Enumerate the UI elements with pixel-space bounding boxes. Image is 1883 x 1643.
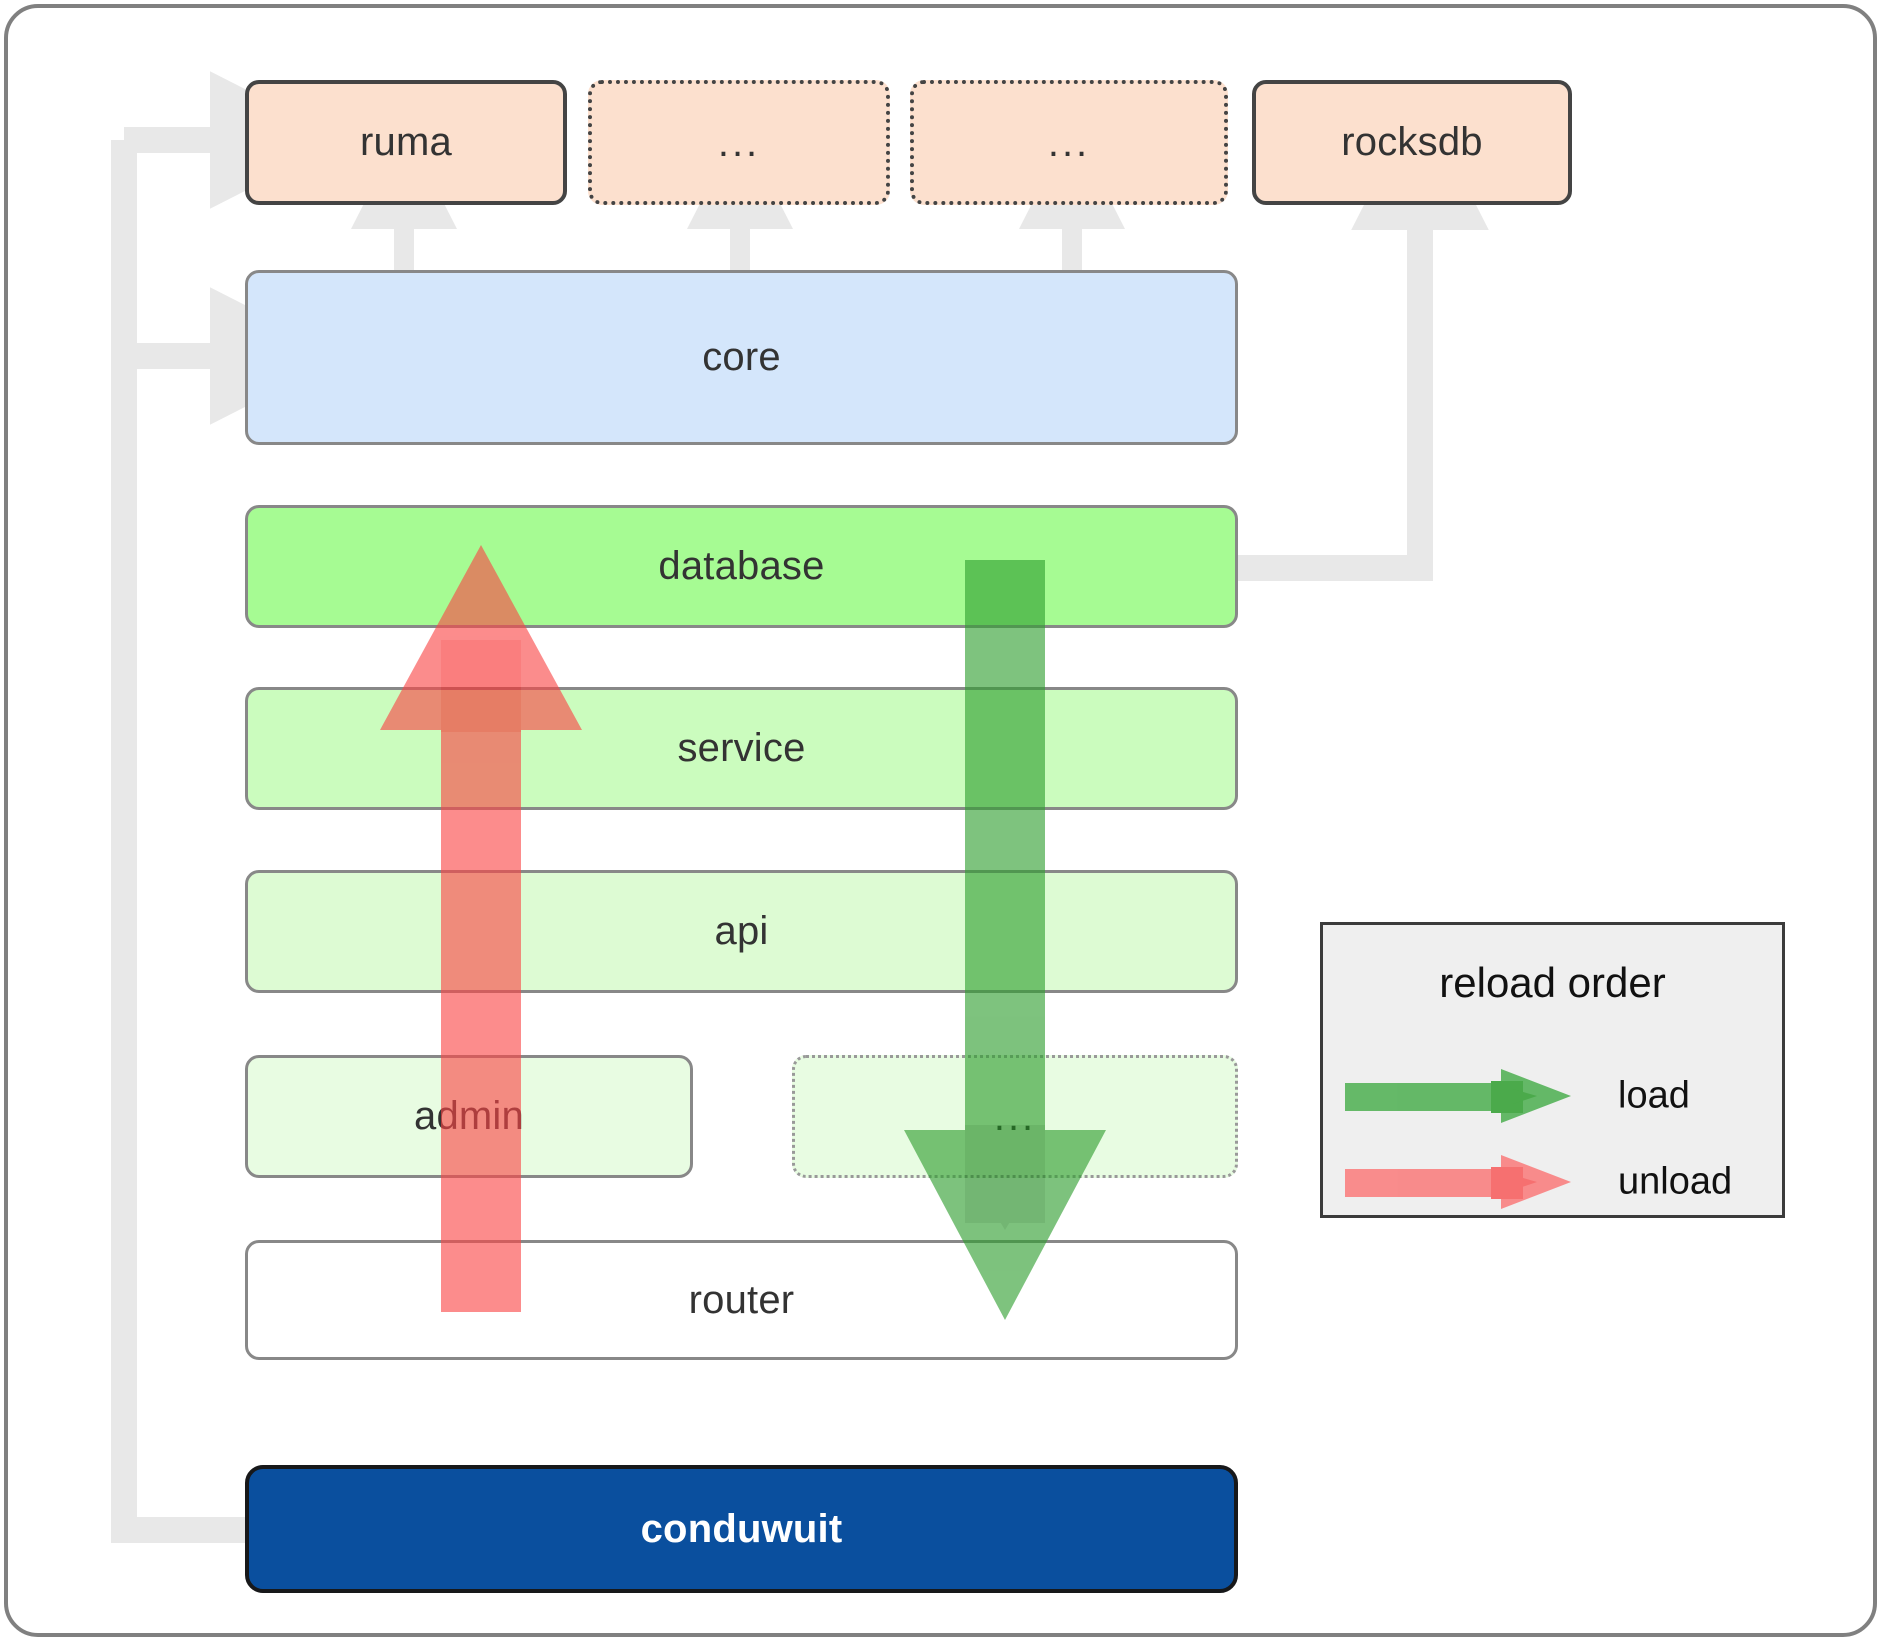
- legend-row-unload: unload: [1323, 1147, 1782, 1217]
- dep-label-ruma: ruma: [360, 120, 452, 164]
- legend-title: reload order: [1439, 959, 1666, 1006]
- stack-label-service: service: [677, 726, 806, 770]
- dep-box-dep2[interactable]: ...: [588, 80, 890, 205]
- legend-label-unload: unload: [1618, 1160, 1733, 1203]
- app-box-conduwuit[interactable]: conduwuit: [245, 1465, 1238, 1593]
- legend-label-load: load: [1618, 1074, 1690, 1117]
- legend-row-load: load: [1323, 1061, 1782, 1131]
- app-label-conduwuit: conduwuit: [640, 1506, 843, 1551]
- stack-box-service[interactable]: service: [245, 687, 1238, 810]
- dep-label-dep2: ...: [717, 120, 761, 165]
- dep-box-rocksdb[interactable]: rocksdb: [1252, 80, 1572, 205]
- stack-label-api: api: [714, 909, 769, 953]
- stack-label-router: router: [688, 1277, 795, 1322]
- leaf-box-admin[interactable]: admin: [245, 1055, 693, 1178]
- leaf-box-more[interactable]: ...: [792, 1055, 1238, 1178]
- stack-box-core[interactable]: core: [245, 270, 1238, 445]
- stack-box-api[interactable]: api: [245, 870, 1238, 993]
- legend-unload-arrow-icon: [1345, 1155, 1571, 1209]
- dep-label-rocksdb: rocksdb: [1341, 120, 1483, 164]
- stack-box-router[interactable]: router: [245, 1240, 1238, 1360]
- stack-label-core: core: [702, 335, 781, 379]
- dep-box-dep3[interactable]: ...: [910, 80, 1228, 205]
- leaf-label-more: ...: [993, 1094, 1037, 1139]
- legend-panel: reload order load u: [1320, 922, 1785, 1218]
- stack-label-database: database: [658, 544, 825, 588]
- legend-load-arrow-icon: [1345, 1069, 1571, 1123]
- dep-label-dep3: ...: [1047, 120, 1091, 165]
- leaf-label-admin: admin: [414, 1094, 524, 1138]
- dep-box-ruma[interactable]: ruma: [245, 80, 567, 205]
- stack-box-database[interactable]: database: [245, 505, 1238, 628]
